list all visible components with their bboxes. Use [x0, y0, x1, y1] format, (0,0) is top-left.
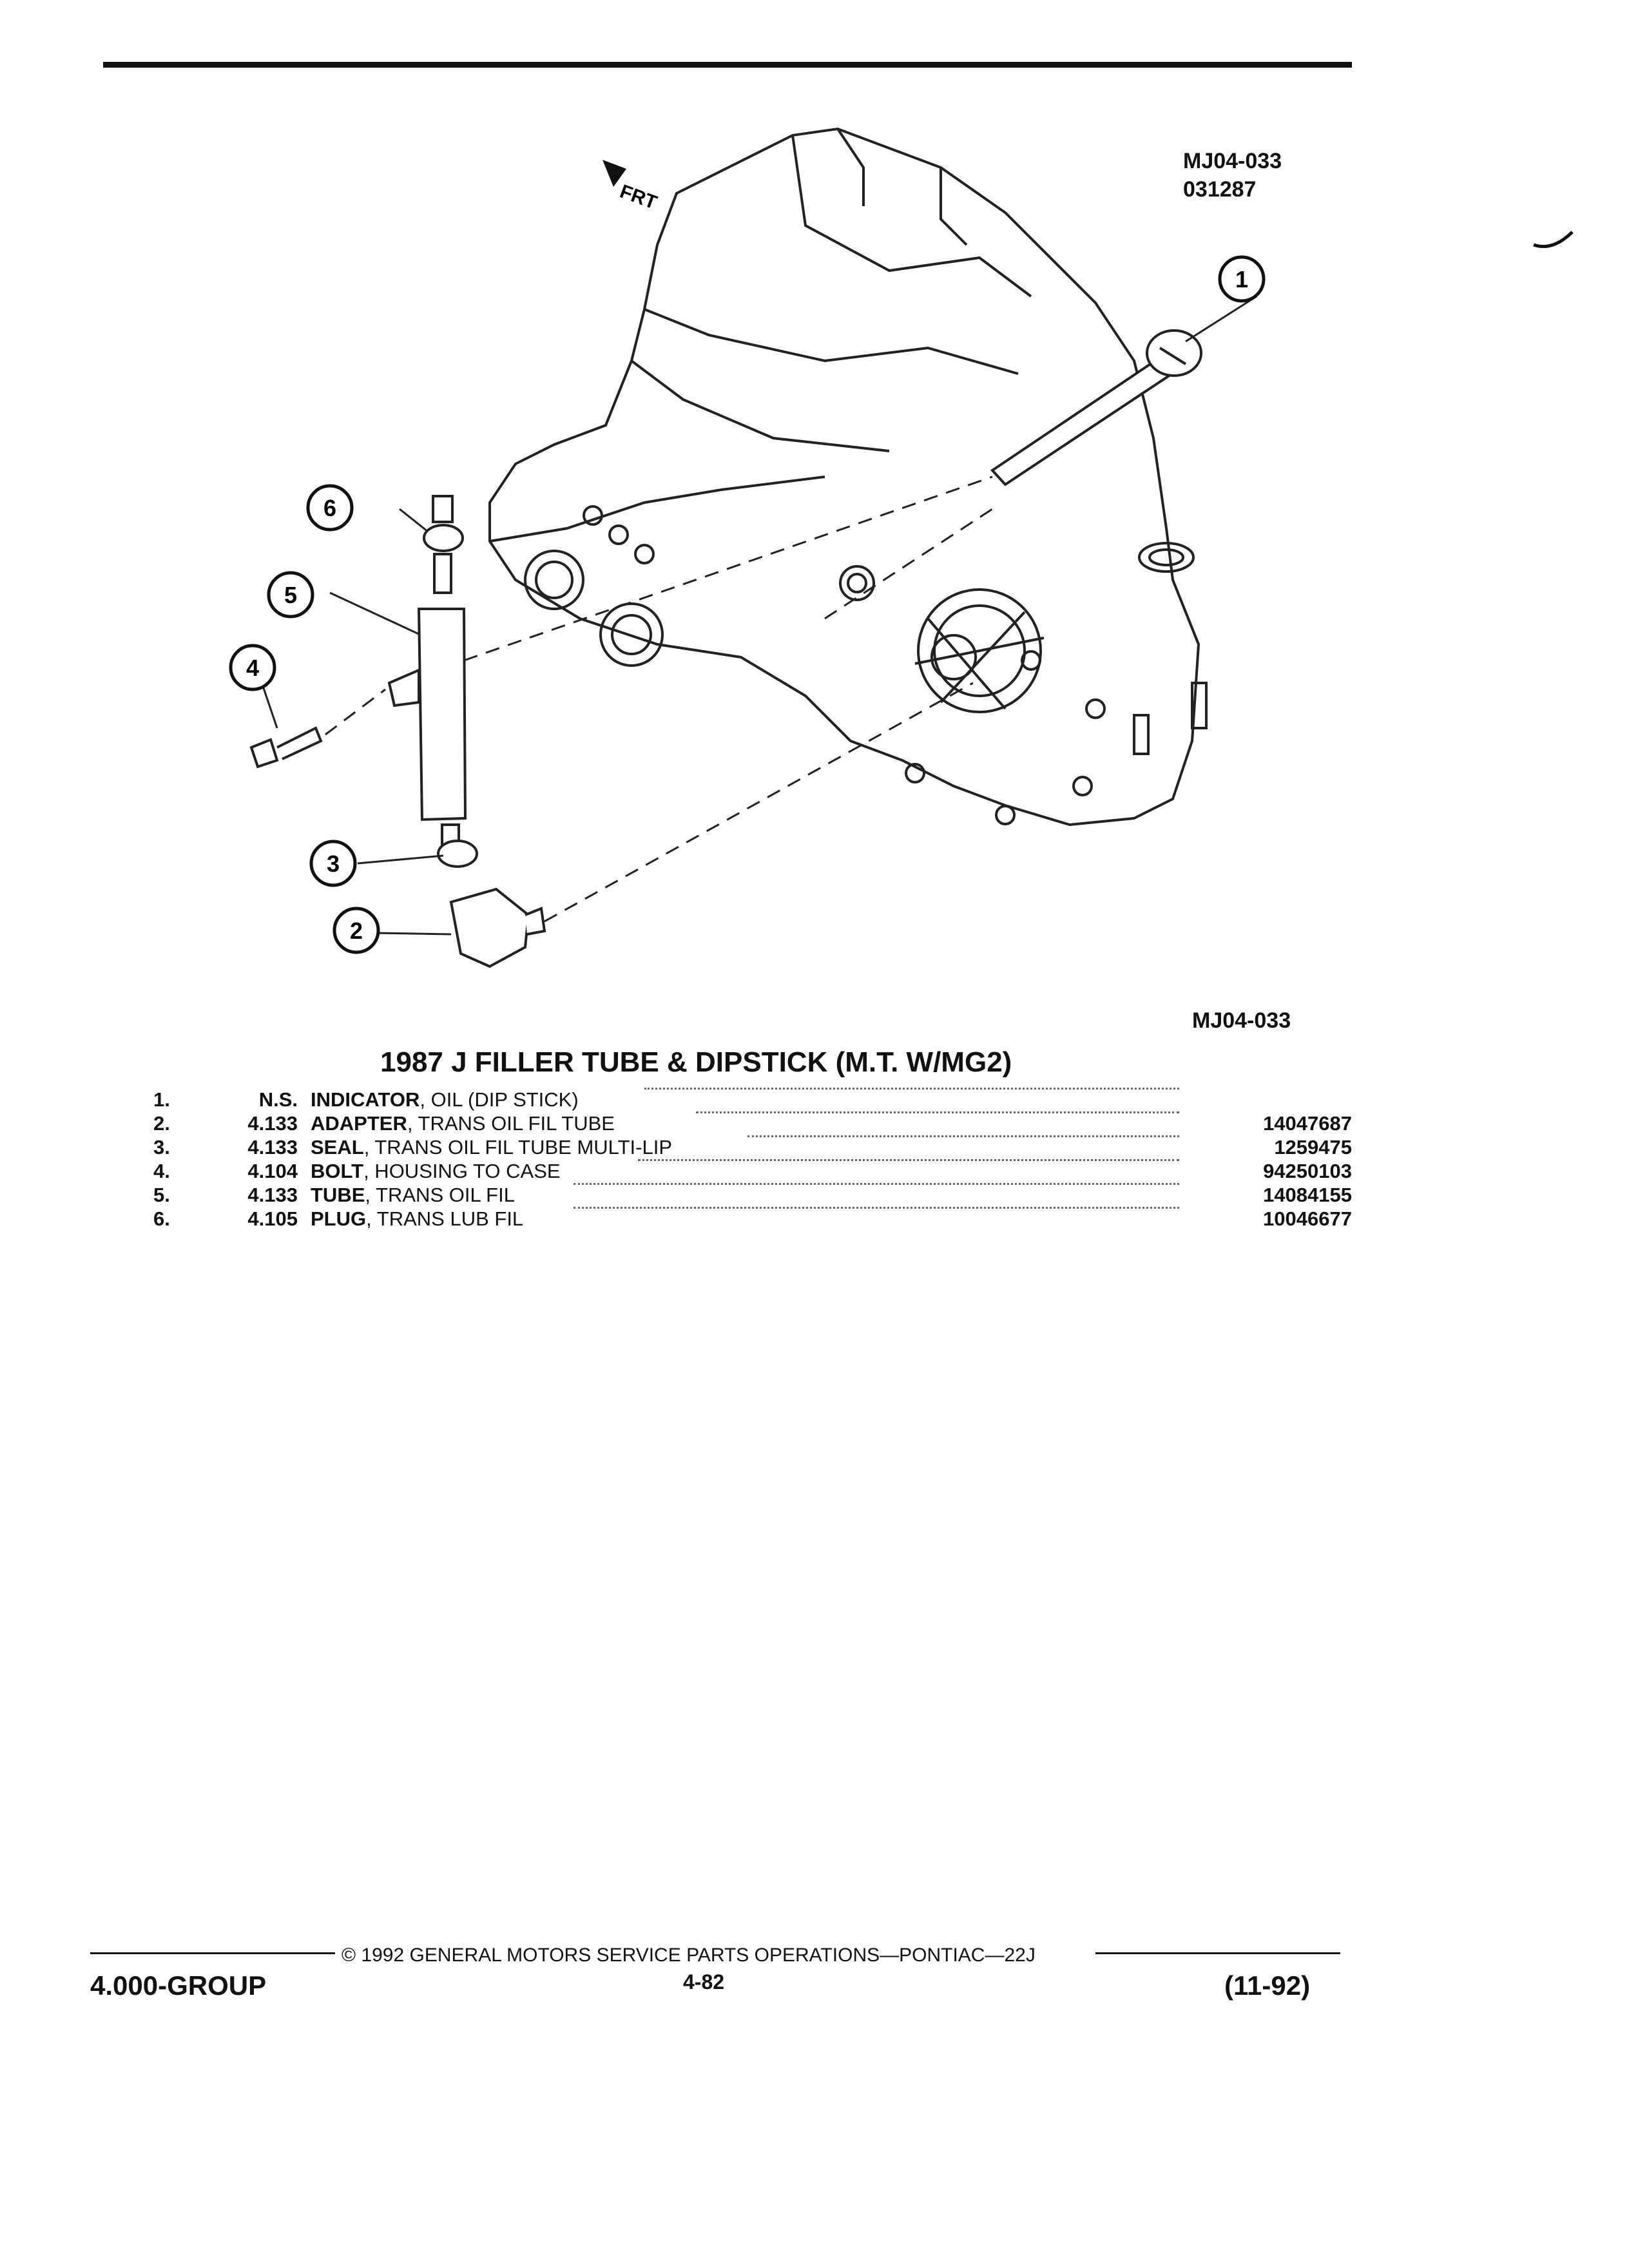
- figure-date-code: 031287: [1183, 177, 1257, 202]
- svg-text:1: 1: [1235, 266, 1248, 293]
- front-direction-arrow: FRT: [602, 160, 660, 214]
- dot-leader: [574, 1183, 1179, 1185]
- callout-1: 1: [1218, 255, 1266, 303]
- part-row: 6. 4.105 PLUG, TRANS LUB FIL 10046677: [148, 1207, 1352, 1231]
- item-number: 1.: [153, 1088, 170, 1111]
- svg-text:2: 2: [350, 918, 363, 944]
- part-name: SEAL: [311, 1136, 364, 1158]
- part-name: PLUG: [311, 1207, 367, 1230]
- part-row: 1. N.S. INDICATOR, OIL (DIP STICK): [148, 1088, 1347, 1111]
- part-number: 94250103: [1263, 1160, 1352, 1182]
- dipstick-drawing: [990, 329, 1202, 486]
- svg-text:3: 3: [327, 850, 340, 877]
- part-number: 14084155: [1263, 1184, 1352, 1206]
- page-number: 4-82: [683, 1970, 725, 1994]
- part-name: INDICATOR: [311, 1088, 420, 1111]
- svg-text:4: 4: [246, 655, 259, 681]
- part-description: , HOUSING TO CASE: [363, 1160, 561, 1182]
- parts-list-title: 1987 J FILLER TUBE & DIPSTICK (M.T. W/MG…: [380, 1046, 1012, 1078]
- binder-mark: [1533, 231, 1574, 248]
- part-description: , OIL (DIP STICK): [419, 1088, 579, 1111]
- dot-leader: [747, 1135, 1179, 1137]
- callout-5: 5: [267, 571, 314, 619]
- svg-text:5: 5: [284, 582, 297, 608]
- callout-3: 3: [309, 840, 357, 887]
- group-number: 4.104: [247, 1160, 298, 1182]
- dot-leader: [644, 1088, 1179, 1090]
- item-number: 6.: [153, 1207, 170, 1230]
- footer-rule-right: [1095, 1952, 1340, 1954]
- part-name: BOLT: [311, 1160, 364, 1182]
- figure-id: MJ04-033: [1183, 149, 1282, 173]
- front-direction-label: FRT: [617, 181, 660, 214]
- dot-leader: [696, 1111, 1179, 1113]
- group-label: 4.000-GROUP: [90, 1970, 267, 2001]
- part-description: , TRANS LUB FIL: [366, 1207, 524, 1230]
- dot-leader: [574, 1207, 1179, 1209]
- item-number: 5.: [153, 1184, 170, 1206]
- part-row: 2. 4.133 ADAPTER, TRANS OIL FIL TUBE 140…: [148, 1111, 1352, 1135]
- item-number: 3.: [153, 1136, 170, 1158]
- figure-id-top: MJ04-033 031287: [1183, 147, 1282, 204]
- transmission-case-drawing: [488, 127, 1208, 827]
- part-name: TUBE: [311, 1184, 365, 1206]
- callout-2: 2: [333, 907, 380, 954]
- part-number: 14047687: [1263, 1112, 1352, 1135]
- part-number: 1259475: [1274, 1136, 1352, 1158]
- part-row: 4. 4.104 BOLT, HOUSING TO CASE 94250103: [148, 1159, 1352, 1183]
- filler-tube-drawing: [387, 495, 546, 968]
- group-number: N.S.: [258, 1088, 298, 1111]
- footer-rule-left: [90, 1952, 335, 1954]
- part-description: , TRANS OIL FIL TUBE MULTI-LIP: [363, 1136, 672, 1158]
- part-number: 10046677: [1263, 1207, 1352, 1230]
- callout-4: 4: [229, 644, 276, 691]
- exploded-view-diagram: FRT 1: [229, 127, 1574, 968]
- revision-date: (11-92): [1224, 1970, 1311, 2001]
- part-row: 5. 4.133 TUBE, TRANS OIL FIL 14084155: [148, 1183, 1352, 1207]
- group-number: 4.105: [247, 1207, 298, 1230]
- item-number: 4.: [153, 1160, 170, 1182]
- alignment-lines: [325, 476, 993, 923]
- group-number: 4.133: [247, 1136, 298, 1158]
- top-rule: [103, 62, 1352, 68]
- part-row: 3. 4.133 SEAL, TRANS OIL FIL TUBE MULTI-…: [148, 1135, 1352, 1159]
- svg-text:6: 6: [323, 495, 336, 521]
- dot-leader: [638, 1159, 1179, 1161]
- part-name: ADAPTER: [311, 1112, 407, 1135]
- group-number: 4.133: [247, 1184, 298, 1206]
- part-description: , TRANS OIL FIL: [365, 1184, 515, 1206]
- part-description: , TRANS OIL FIL TUBE: [407, 1112, 615, 1135]
- callout-6: 6: [306, 484, 354, 532]
- item-number: 2.: [153, 1112, 170, 1135]
- parts-list: 1. N.S. INDICATOR, OIL (DIP STICK) 2. 4.…: [148, 1088, 1352, 1231]
- group-number: 4.133: [247, 1112, 298, 1135]
- bolt-drawing: [249, 726, 323, 769]
- figure-id-bottom: MJ04-033: [1192, 1008, 1291, 1033]
- copyright-notice: © 1992 GENERAL MOTORS SERVICE PARTS OPER…: [342, 1945, 1036, 1966]
- callout-leaders: [262, 295, 1257, 936]
